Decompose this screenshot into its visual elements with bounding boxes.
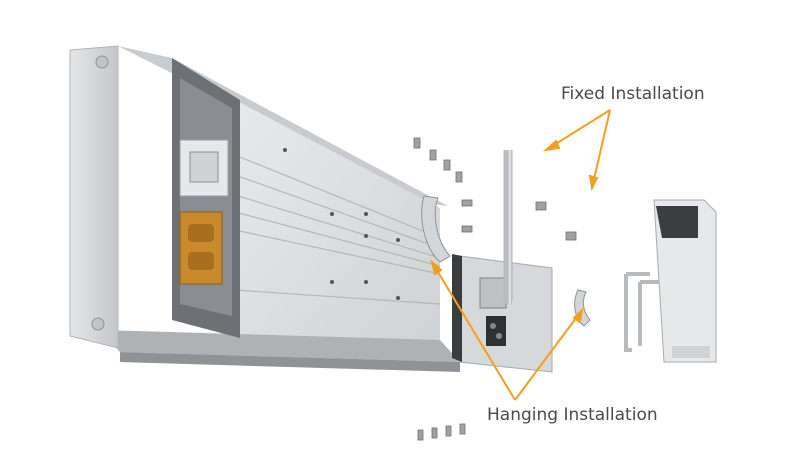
fixed-installation-callout: [542, 109, 611, 192]
screw-icon: [413, 137, 577, 441]
bracket-icon: [624, 272, 662, 352]
fixed-installation-label: Fixed Installation: [561, 84, 705, 104]
clip-icon: [421, 195, 451, 263]
rj45-port-icon: [179, 139, 229, 197]
end-plate: [69, 45, 119, 349]
screw-icon: [91, 317, 105, 331]
hanging-installation-callout: [430, 259, 584, 401]
aluminum-profile: [69, 45, 460, 372]
hanging-installation-label: Hanging Installation: [487, 405, 658, 425]
power-connector-icon: [179, 211, 223, 285]
screw-icon: [95, 55, 109, 69]
bracket-icon: [541, 183, 598, 340]
end-cap-icon: [653, 199, 717, 363]
end-cap-module: [452, 254, 553, 373]
bracket-icon: [503, 145, 578, 305]
